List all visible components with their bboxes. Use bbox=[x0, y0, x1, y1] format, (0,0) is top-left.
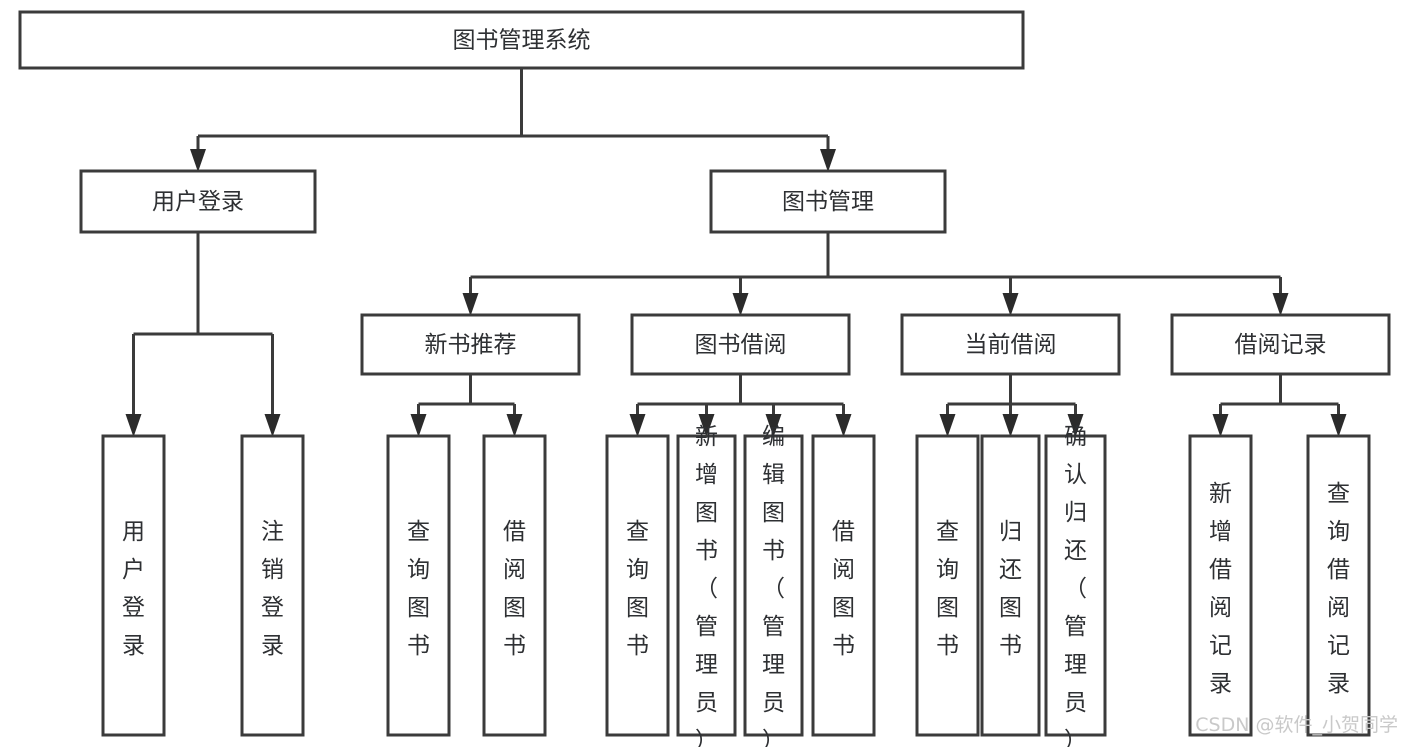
node-box[interactable] bbox=[900, 313, 1121, 376]
edge-arrowhead-icon bbox=[1002, 414, 1019, 437]
node-box[interactable] bbox=[240, 434, 305, 737]
edge-arrowhead-icon bbox=[264, 414, 281, 437]
node-box[interactable] bbox=[709, 169, 947, 234]
node-label: 图书借阅 bbox=[695, 332, 787, 358]
node-label: 当前借阅 bbox=[965, 332, 1057, 358]
edge-arrowhead-icon bbox=[410, 414, 427, 437]
node-label: 借阅记录 bbox=[1235, 332, 1327, 358]
node-leaf-query-record[interactable]: 查询借阅记录 bbox=[1306, 434, 1371, 737]
node-label: 图书管理系统 bbox=[453, 28, 591, 54]
edges-layer bbox=[125, 68, 1347, 437]
node-box[interactable] bbox=[1188, 434, 1253, 737]
node-box[interactable] bbox=[676, 434, 737, 737]
edge-arrowhead-icon bbox=[765, 414, 782, 437]
edge-arrowhead-icon bbox=[820, 149, 836, 172]
node-leaf-edit-book[interactable]: 编辑图书（管理员） bbox=[743, 424, 804, 747]
node-user-login[interactable]: 用户登录 bbox=[79, 169, 317, 234]
node-leaf-borrow-book-2[interactable]: 借阅图书 bbox=[811, 434, 876, 737]
node-box[interactable] bbox=[1170, 313, 1391, 376]
node-label: 查询图书 bbox=[936, 519, 959, 659]
edge-arrowhead-icon bbox=[1272, 293, 1289, 316]
node-label: 新增借阅记录 bbox=[1209, 481, 1232, 697]
node-leaf-confirm-return[interactable]: 确认归还（管理员） bbox=[1044, 424, 1107, 747]
node-root[interactable]: 图书管理系统 bbox=[18, 10, 1025, 70]
node-leaf-query-book-1[interactable]: 查询图书 bbox=[386, 434, 451, 737]
node-box[interactable] bbox=[360, 313, 581, 376]
edge-arrowhead-icon bbox=[1067, 414, 1084, 437]
node-leaf-query-book-2[interactable]: 查询图书 bbox=[605, 434, 670, 737]
node-label: 用户登录 bbox=[152, 189, 244, 215]
edge-arrowhead-icon bbox=[1330, 414, 1347, 437]
node-box[interactable] bbox=[1306, 434, 1371, 737]
node-box[interactable] bbox=[18, 10, 1025, 70]
node-leaf-add-record[interactable]: 新增借阅记录 bbox=[1188, 434, 1253, 737]
node-label: 确认归还（管理员） bbox=[1064, 424, 1087, 747]
nodes-layer: 图书管理系统用户登录图书管理新书推荐图书借阅当前借阅借阅记录用户登录注销登录查询… bbox=[18, 10, 1391, 747]
node-leaf-return-book[interactable]: 归还图书 bbox=[980, 434, 1041, 737]
node-label: 归还图书 bbox=[999, 519, 1022, 659]
node-label: 用户登录 bbox=[122, 519, 145, 659]
node-leaf-borrow-book-1[interactable]: 借阅图书 bbox=[482, 434, 547, 737]
edge-arrowhead-icon bbox=[190, 149, 206, 172]
node-box[interactable] bbox=[605, 434, 670, 737]
edge-arrowhead-icon bbox=[835, 414, 852, 437]
node-box[interactable] bbox=[101, 434, 166, 737]
edge-arrowhead-icon bbox=[629, 414, 646, 437]
node-box[interactable] bbox=[79, 169, 317, 234]
edge-arrowhead-icon bbox=[1212, 414, 1229, 437]
node-book-manage[interactable]: 图书管理 bbox=[709, 169, 947, 234]
node-leaf-user-login[interactable]: 用户登录 bbox=[101, 434, 166, 737]
edge-arrowhead-icon bbox=[125, 414, 142, 437]
node-label: 编辑图书（管理员） bbox=[762, 424, 785, 747]
edge-arrowhead-icon bbox=[698, 414, 715, 437]
node-box[interactable] bbox=[980, 434, 1041, 737]
node-label: 查询图书 bbox=[407, 519, 430, 659]
node-box[interactable] bbox=[630, 313, 851, 376]
node-label: 借阅图书 bbox=[503, 519, 526, 659]
node-label: 借阅图书 bbox=[832, 519, 855, 659]
node-box[interactable] bbox=[811, 434, 876, 737]
node-box[interactable] bbox=[482, 434, 547, 737]
node-box[interactable] bbox=[915, 434, 980, 737]
node-label: 新书推荐 bbox=[425, 332, 517, 358]
node-label: 查询借阅记录 bbox=[1327, 481, 1350, 697]
edge-arrowhead-icon bbox=[462, 293, 479, 316]
node-label: 注销登录 bbox=[261, 519, 284, 659]
node-leaf-logout[interactable]: 注销登录 bbox=[240, 434, 305, 737]
node-borrow-record[interactable]: 借阅记录 bbox=[1170, 313, 1391, 376]
node-box[interactable] bbox=[1044, 434, 1107, 737]
node-leaf-add-book[interactable]: 新增图书（管理员） bbox=[676, 424, 737, 747]
node-book-borrow[interactable]: 图书借阅 bbox=[630, 313, 851, 376]
csdn-watermark: CSDN @软件_小贺同学 bbox=[1195, 714, 1398, 736]
edge-arrowhead-icon bbox=[506, 414, 523, 437]
node-label: 新增图书（管理员） bbox=[695, 424, 718, 747]
node-current-borrow[interactable]: 当前借阅 bbox=[900, 313, 1121, 376]
node-leaf-query-book-3[interactable]: 查询图书 bbox=[915, 434, 980, 737]
node-label: 图书管理 bbox=[782, 189, 874, 215]
node-box[interactable] bbox=[386, 434, 451, 737]
node-label: 查询图书 bbox=[626, 519, 649, 659]
node-new-book-rec[interactable]: 新书推荐 bbox=[360, 313, 581, 376]
node-box[interactable] bbox=[743, 434, 804, 737]
edge-arrowhead-icon bbox=[939, 414, 956, 437]
edge-arrowhead-icon bbox=[732, 293, 749, 316]
edge-arrowhead-icon bbox=[1002, 293, 1019, 316]
